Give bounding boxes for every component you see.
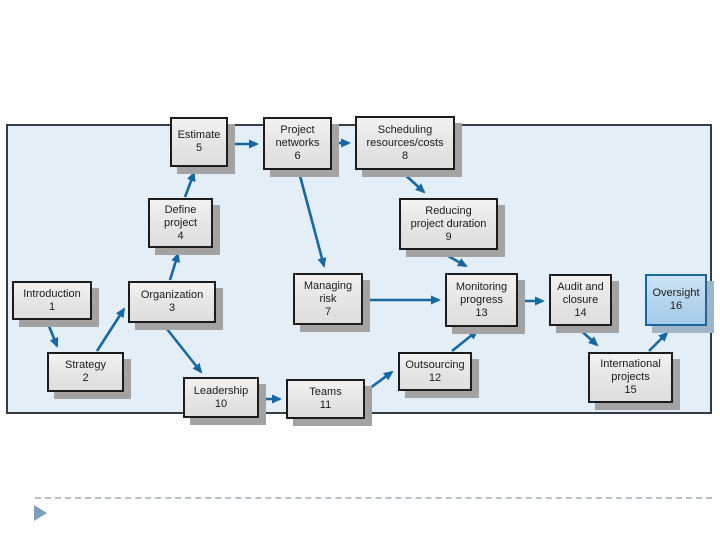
node-label: Introduction [23, 287, 81, 300]
node-number: 1 [48, 300, 56, 313]
node-label: Define project [163, 203, 198, 229]
node-number: 8 [401, 149, 409, 162]
node-label: Monitoring progress [455, 280, 508, 306]
edge-strategy-to-organization [95, 307, 126, 352]
edge-scheduling-to-reducing [400, 170, 426, 194]
node-number: 10 [214, 397, 228, 410]
edge-define-project-to-estimate [183, 171, 196, 198]
node-label: Strategy [65, 359, 106, 371]
node-number: 3 [168, 302, 176, 314]
edge-organization-to-define-project [168, 252, 180, 281]
node-label: Audit and closure [557, 280, 604, 306]
bullet-triangle-icon [34, 505, 47, 521]
edge-teams-to-outsourcing [365, 370, 394, 393]
node-number: 9 [445, 230, 452, 243]
node-label: Outsourcing [405, 358, 465, 371]
node-label: Reducing project duration [410, 204, 487, 230]
edge-international-to-oversight [648, 331, 669, 352]
node-number: 13 [475, 306, 488, 319]
node-number: 11 [319, 399, 332, 411]
node-number: 15 [624, 384, 637, 396]
node-label: International projects [600, 358, 661, 383]
node-number: 4 [177, 229, 184, 242]
node-label: Managing risk [303, 279, 353, 305]
node-number: 16 [669, 300, 683, 312]
node-number: 12 [428, 371, 442, 384]
node-label: Organization [140, 289, 204, 301]
node-label: Leadership [193, 384, 249, 397]
node-label: Scheduling resources/costs [366, 123, 444, 149]
node-number: 7 [324, 305, 332, 318]
node-number: 2 [82, 372, 89, 384]
node-label: Teams [309, 386, 342, 398]
node-label: Project networks [275, 124, 320, 149]
edge-reducing-to-monitoring [438, 249, 468, 268]
edge-outsourcing-to-monitoring [451, 329, 479, 353]
divider-dashed-line [35, 497, 712, 499]
node-label: Oversight [652, 287, 700, 299]
node-number: 6 [294, 150, 301, 162]
edge-organization-to-leadership [161, 323, 203, 374]
node-number: 5 [195, 142, 203, 154]
edge-introduction-to-strategy [45, 320, 59, 348]
edge-audit-to-international [576, 326, 599, 347]
node-number: 14 [574, 306, 587, 319]
edge-project-networks-to-managing-risk [297, 171, 327, 268]
node-label: Estimate [177, 129, 221, 141]
